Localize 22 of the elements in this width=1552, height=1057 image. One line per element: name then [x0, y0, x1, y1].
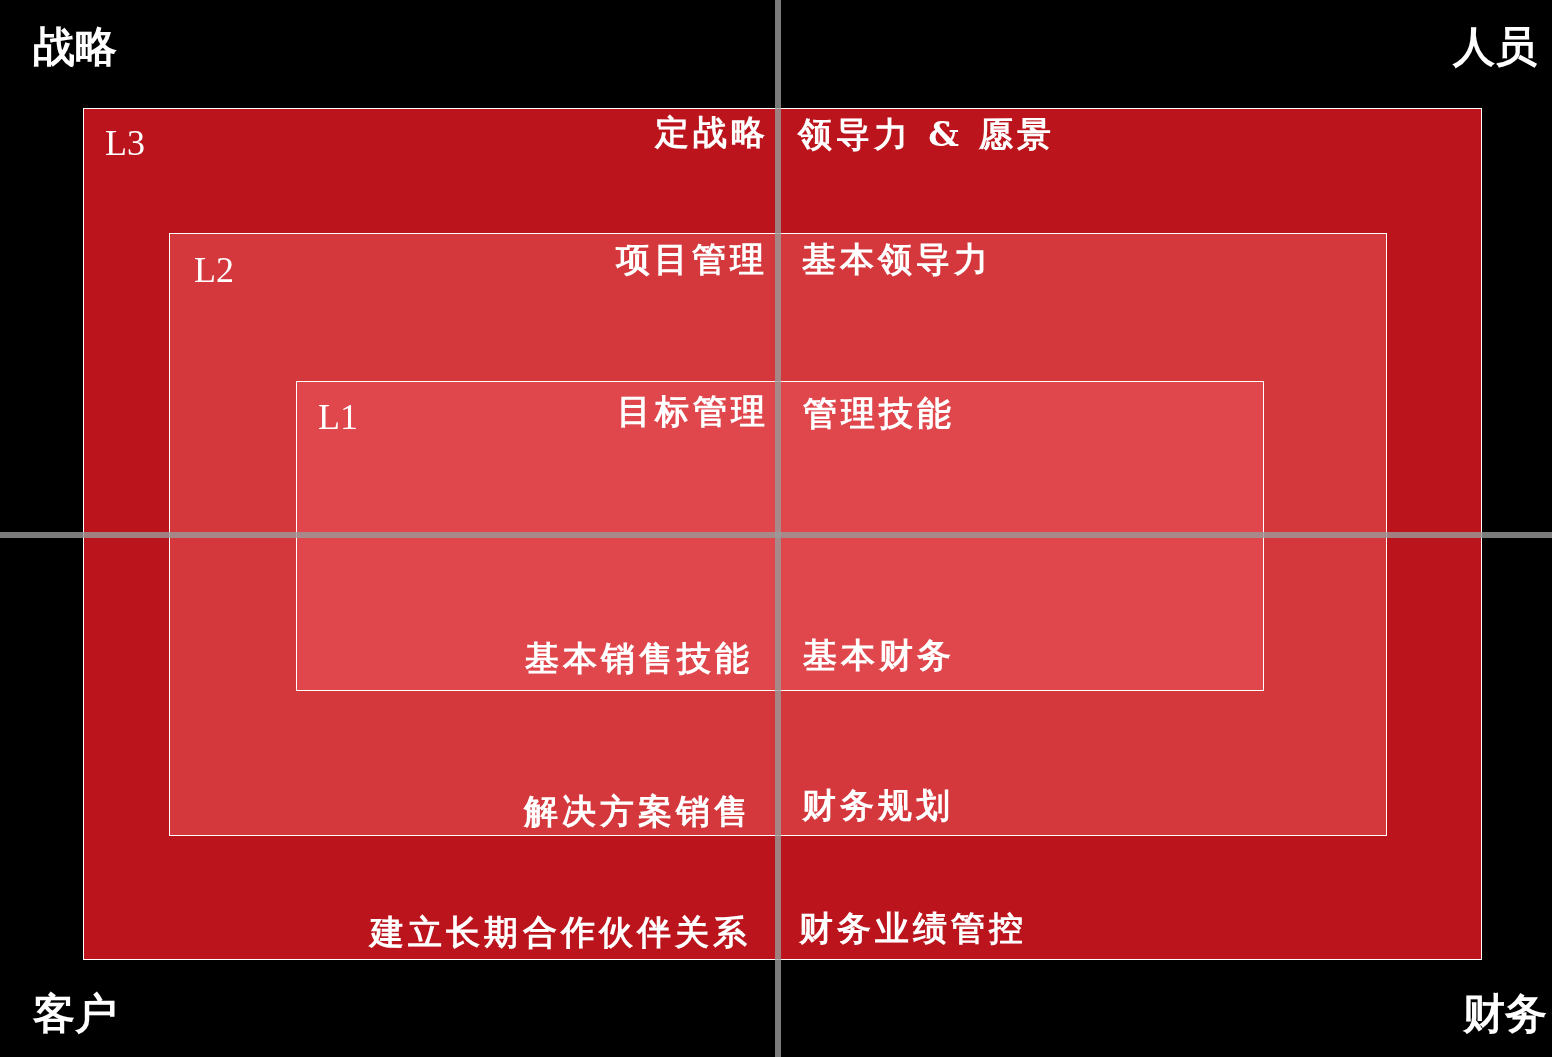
- competency-label: 项目管理: [615, 242, 768, 276]
- competency-label: 基本销售技能: [524, 641, 753, 675]
- level-box: [83, 108, 1482, 960]
- quadrant-label: 战略: [33, 26, 117, 68]
- level-label: L3: [105, 125, 145, 161]
- level-label: L2: [194, 252, 234, 288]
- competency-label: 财务规划: [802, 788, 955, 822]
- quadrant-label: 财务: [1463, 993, 1547, 1035]
- competency-label: 解决方案销售: [523, 794, 752, 828]
- level-box: [169, 233, 1387, 836]
- quadrant-label: 客户: [33, 993, 117, 1035]
- competency-label: 基本财务: [803, 638, 956, 672]
- level-label: L1: [318, 399, 358, 435]
- competency-label: 领导力 & 愿景: [798, 117, 1055, 151]
- competency-label: 建立长期合作伙伴关系: [370, 915, 751, 949]
- competency-label: 管理技能: [803, 396, 956, 430]
- quadrant-label: 人员: [1453, 26, 1537, 68]
- competency-label: 财务业绩管控: [799, 911, 1028, 945]
- level-box: [296, 381, 1264, 691]
- competency-label: 基本领导力: [802, 242, 993, 276]
- competency-label: 定战略: [654, 115, 769, 149]
- competency-label: 目标管理: [616, 394, 769, 428]
